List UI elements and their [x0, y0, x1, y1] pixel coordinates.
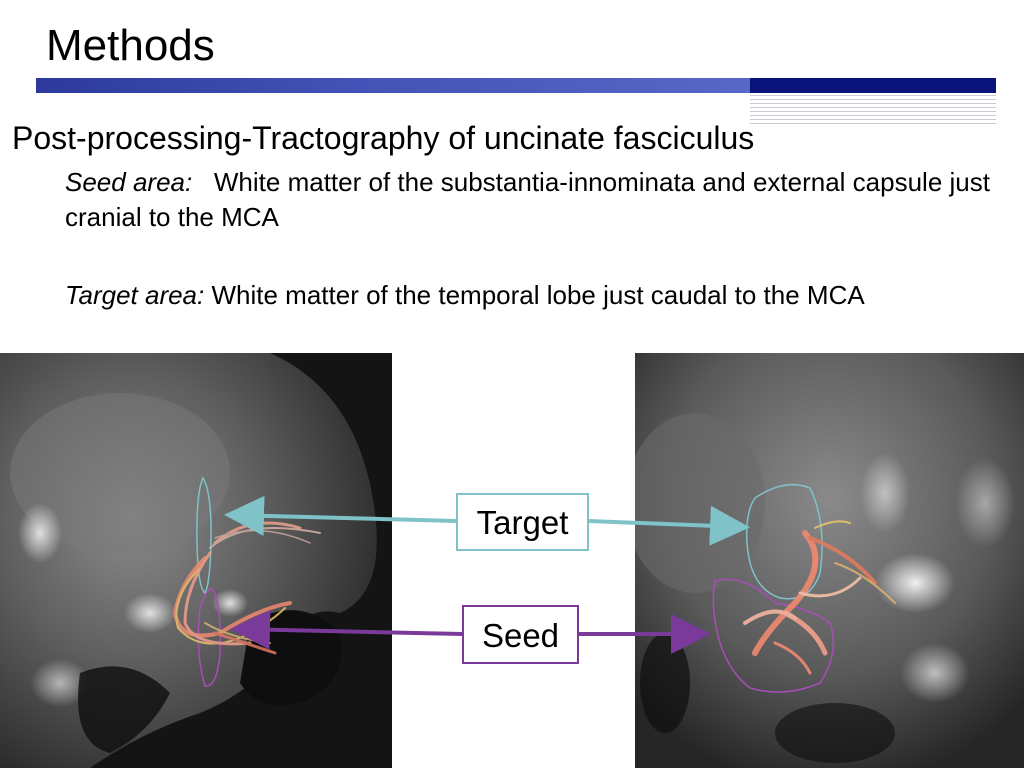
seed-area-text: White matter of the substantia-innominat… [65, 167, 990, 232]
target-area-text: White matter of the temporal lobe just c… [211, 280, 865, 310]
title-underline-bar [36, 78, 750, 93]
coronal-mri-image [635, 353, 1024, 768]
target-callout-label: Target [456, 493, 589, 551]
seed-area-paragraph: Seed area: White matter of the substanti… [65, 165, 995, 235]
target-area-paragraph: Target area: White matter of the tempora… [65, 278, 995, 313]
sagittal-mri-image [0, 353, 392, 768]
slide-title: Methods [46, 21, 215, 70]
decorative-stripes [750, 95, 996, 125]
seed-callout-label: Seed [462, 605, 579, 664]
target-area-label: Target area: [65, 280, 205, 310]
seed-area-label: Seed area: [65, 167, 193, 197]
title-underline-accent [750, 78, 996, 93]
section-heading: Post-processing-Tractography of uncinate… [12, 120, 755, 156]
